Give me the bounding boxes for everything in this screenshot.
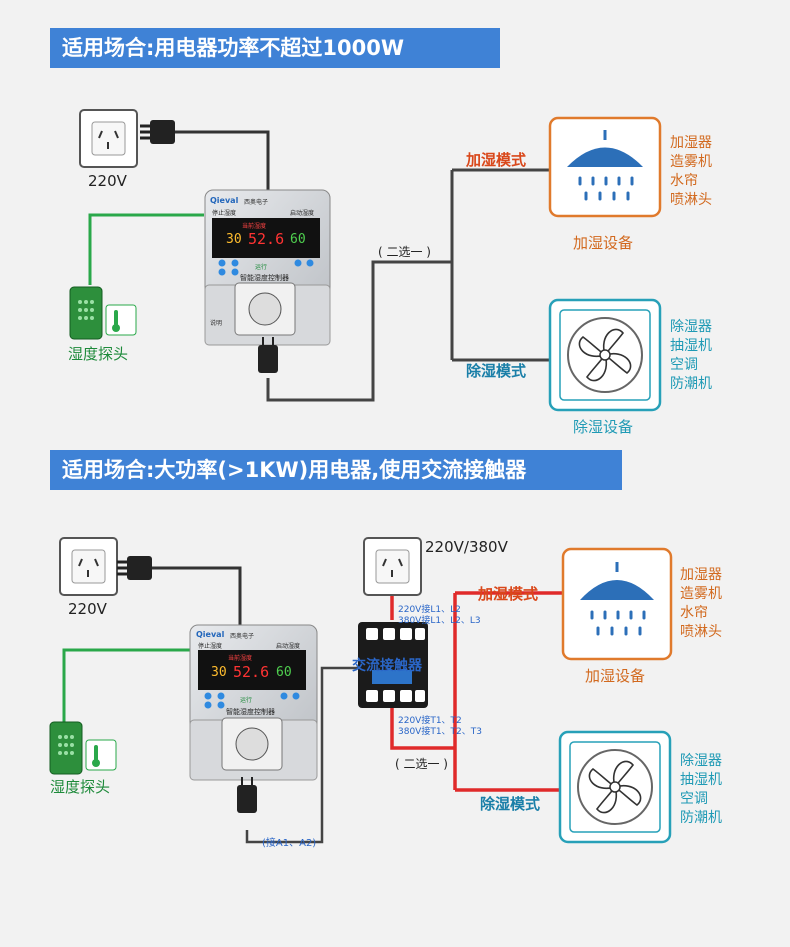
- section1-humidify-device: 加湿设备: [573, 234, 634, 252]
- list-item: 加湿器: [670, 135, 712, 151]
- svg-text:60: 60: [276, 665, 292, 680]
- list-item: 水帘: [680, 605, 708, 621]
- svg-text:52.6: 52.6: [233, 663, 269, 681]
- section2-dehumidify-list: 除湿器 抽湿机 空调 防潮机: [680, 752, 722, 828]
- section2-voltage-label: 220V: [68, 600, 107, 618]
- controller-brand-sub: 西奥电子: [230, 633, 255, 640]
- thermometer-icon: [85, 739, 117, 771]
- controller-run-label: 运行: [255, 264, 268, 271]
- note-line: 220V接L1、L2: [398, 605, 461, 615]
- probe-icon: [49, 721, 83, 775]
- thermometer-icon: [105, 304, 137, 336]
- section2-humidify-list: 加湿器 造雾机 水帘 喷淋头: [680, 566, 722, 642]
- humidify-device-box: [548, 116, 662, 218]
- section1-humidify-mode: 加湿模式: [466, 151, 527, 169]
- controller-model-name: 智能湿度控制器: [226, 708, 275, 716]
- note-line: 380V接L1、L2、L3: [398, 616, 481, 626]
- section1-wires: [88, 130, 550, 402]
- plug-icon: [117, 556, 152, 580]
- fan-icon: [567, 317, 643, 393]
- list-item: 加湿器: [680, 567, 722, 583]
- humidity-controller: 当前湿度 30 52.6 60: [189, 624, 318, 781]
- controller-model-name: 智能湿度控制器: [240, 274, 289, 282]
- list-item: 抽湿机: [680, 772, 722, 788]
- dehumidify-device-box: [548, 298, 662, 412]
- section1-dehumidify-device: 除湿设备: [573, 418, 634, 436]
- note-line: 380V接T1、T2、T3: [398, 727, 483, 737]
- controller-brand: Qieval: [196, 630, 225, 639]
- plug-icon: [140, 120, 175, 144]
- svg-text:30: 30: [226, 232, 242, 247]
- section2-wires: [62, 566, 563, 844]
- controller-brand-sub: 西奥电子: [244, 199, 269, 206]
- section2-humidify-mode: 加湿模式: [478, 585, 539, 603]
- section1-probe-label: 湿度探头: [68, 345, 129, 363]
- controller-start-label: 启动湿度: [290, 210, 315, 217]
- section2-contactor-input-note: 220V接L1、L2 380V接L1、L2、L3: [398, 605, 481, 627]
- list-item: 空调: [680, 791, 708, 807]
- section2-humidify-device: 加湿设备: [585, 667, 646, 685]
- section2-contactor-voltage-label: 220V/380V: [425, 538, 508, 556]
- svg-text:说明: 说明: [210, 319, 222, 327]
- section2-connect-note: (接A1、A2): [262, 838, 317, 849]
- humidity-controller: 当前湿度 30 52.6 60 说明: [204, 189, 331, 346]
- svg-text:当前湿度: 当前湿度: [228, 654, 252, 662]
- list-item: 防潮机: [670, 376, 712, 392]
- svg-text:30: 30: [211, 665, 227, 680]
- controller-stop-label: 停止湿度: [212, 210, 237, 217]
- contactor-icon: [358, 622, 428, 708]
- section1-banner: 适用场合:用电器功率不超过1000W: [50, 28, 500, 68]
- plug-icon: [258, 337, 278, 373]
- list-item: 防潮机: [680, 810, 722, 826]
- list-item: 喷淋头: [680, 624, 722, 640]
- section2-banner: 适用场合:大功率(>1KW)用电器,使用交流接触器: [50, 450, 622, 490]
- probe-icon: [69, 286, 103, 340]
- section1-humidify-list: 加湿器 造雾机 水帘 喷淋头: [670, 134, 712, 210]
- shower-head-icon: [567, 130, 643, 201]
- controller-brand: Qieval: [210, 196, 239, 205]
- svg-text:60: 60: [290, 232, 306, 247]
- section1-dehumidify-mode: 除湿模式: [466, 362, 527, 380]
- svg-text:52.6: 52.6: [248, 230, 284, 248]
- list-item: 抽湿机: [670, 338, 712, 354]
- section2-choice-label: ( 二选一 ): [395, 757, 448, 771]
- svg-text:当前湿度: 当前湿度: [242, 222, 266, 230]
- outlet-icon: [79, 109, 138, 168]
- list-item: 喷淋头: [670, 192, 712, 208]
- list-item: 水帘: [670, 173, 698, 189]
- section1-choice-label: ( 二选一 ): [378, 245, 431, 259]
- outlet-icon: [59, 537, 118, 596]
- note-line: 220V接T1、T2: [398, 716, 462, 726]
- section1-dehumidify-list: 除湿器 抽湿机 空调 防潮机: [670, 318, 712, 394]
- list-item: 除湿器: [670, 319, 712, 335]
- list-item: 空调: [670, 357, 698, 373]
- fan-icon: [577, 749, 653, 825]
- controller-stop-label: 停止湿度: [198, 643, 223, 650]
- section2-contactor-label: 交流接触器: [352, 658, 422, 674]
- controller-start-label: 启动湿度: [276, 643, 301, 650]
- section2-probe-label: 湿度探头: [50, 778, 111, 796]
- list-item: 除湿器: [680, 753, 722, 769]
- shower-head-icon: [580, 562, 654, 636]
- controller-run-label: 运行: [240, 697, 253, 704]
- section2-contactor-output-note: 220V接T1、T2 380V接T1、T2、T3: [398, 716, 482, 738]
- humidify-device-box: [561, 547, 673, 661]
- list-item: 造雾机: [680, 586, 722, 602]
- section2-dehumidify-mode: 除湿模式: [480, 795, 541, 813]
- dehumidify-device-box: [558, 730, 672, 844]
- section1-voltage-label: 220V: [88, 172, 127, 190]
- outlet-icon: [363, 537, 422, 596]
- plug-icon: [237, 777, 257, 813]
- list-item: 造雾机: [670, 154, 712, 170]
